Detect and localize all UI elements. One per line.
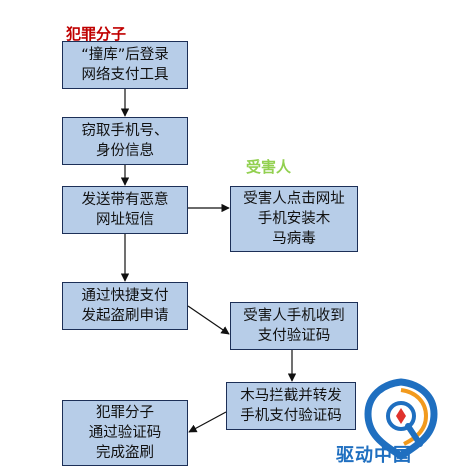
step-line: 窃取手机号、 — [81, 123, 169, 139]
brand-text: 驱动中国 — [336, 445, 412, 466]
step-send-malicious-sms: 发送带有恶意 网址短信 — [62, 186, 188, 234]
step-login-payment-tool: “撞库”后登录 网络支付工具 — [62, 41, 188, 89]
brand-logo-text: 驱动中国 — [336, 441, 412, 467]
step-complete-fraud: 犯罪分子 通过验证码 完成盗刷 — [62, 400, 188, 466]
step-line: 网络支付工具 — [81, 67, 169, 83]
step-line: 受害人手机收到 — [243, 308, 345, 324]
step-line: 网址短信 — [96, 212, 154, 228]
step-line: 身份信息 — [96, 143, 154, 159]
step-line: 完成盗刷 — [96, 445, 154, 461]
step-line: 发起盗刷申请 — [81, 308, 169, 324]
step-line: 支付验证码 — [257, 328, 331, 344]
arrow-trojan-to-fraud — [188, 411, 227, 433]
step-trojan-intercepts-code: 木马拦截并转发 手机支付验证码 — [226, 382, 356, 430]
step-line: 手机安装木 — [257, 211, 331, 227]
step-line: 木马拦截并转发 — [240, 388, 342, 404]
step-steal-phone-identity: 窃取手机号、 身份信息 — [62, 117, 188, 165]
step-line: 发送带有恶意 — [81, 192, 169, 208]
step-line: 手机支付验证码 — [240, 408, 342, 424]
step-line: 通过验证码 — [88, 425, 162, 441]
q-shield-icon — [364, 378, 438, 461]
step-line: “撞库”后登录 — [81, 47, 169, 63]
step-line: 通过快捷支付 — [81, 288, 169, 304]
arrow-quickpay-to-code — [187, 305, 230, 335]
step-quick-pay-request: 通过快捷支付 发起盗刷申请 — [62, 282, 188, 330]
step-victim-installs-trojan: 受害人点击网址 手机安装木 马病毒 — [230, 186, 358, 252]
step-line: 犯罪分子 — [96, 405, 154, 421]
criminal-label: 犯罪分子 — [66, 25, 127, 43]
step-line: 马病毒 — [272, 231, 316, 247]
step-victim-receives-code: 受害人手机收到 支付验证码 — [230, 302, 358, 350]
step-line: 受害人点击网址 — [243, 191, 345, 207]
victim-label: 受害人 — [246, 158, 292, 176]
